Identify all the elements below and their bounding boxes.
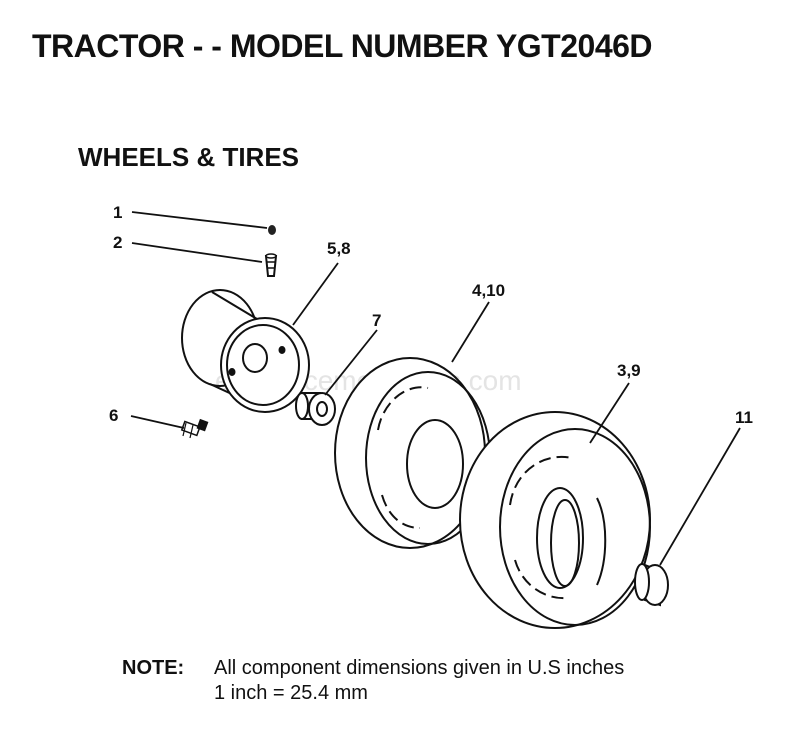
valve-stem-part (264, 253, 278, 277)
valve-cap-part (268, 225, 276, 235)
callout-2: 2 (113, 233, 122, 252)
callout-7: 7 (372, 311, 381, 330)
callout-11: 11 (735, 408, 753, 427)
dimensions-note: NOTE: All component dimensions given in U… (122, 656, 624, 706)
callout-5-8: 5,8 (327, 239, 351, 258)
note-line-1: All component dimensions given in U.S in… (214, 657, 625, 679)
note-label: NOTE: (122, 657, 185, 679)
note-line-2: 1 inch = 25.4 mm (214, 682, 368, 704)
bushing-part (295, 392, 336, 426)
callout-3-9: 3,9 (617, 361, 641, 380)
outer-tire-part (459, 411, 651, 629)
callout-1: 1 (113, 203, 122, 222)
wheel-rim-part (181, 289, 310, 413)
callout-6: 6 (109, 406, 118, 425)
sleeve-part (634, 563, 669, 607)
section-title: WHEELS & TIRES (78, 142, 300, 172)
leader-lines (130, 211, 741, 566)
page-title: TRACTOR - - MODEL NUMBER YGT2046D (32, 28, 653, 64)
callout-4-10: 4,10 (472, 281, 505, 300)
bolt-part (180, 418, 209, 439)
